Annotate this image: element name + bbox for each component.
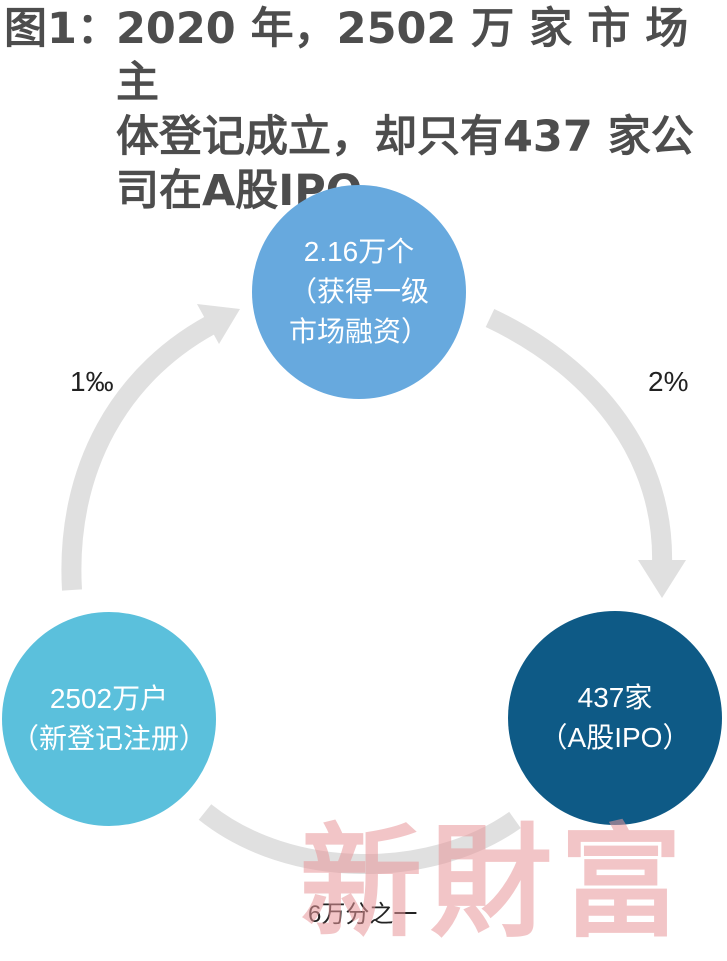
node-new-registrations-note: （新登记注册） <box>10 723 207 754</box>
node-a-share-ipo-value: 437家 <box>577 682 653 713</box>
arrow-right-arc <box>485 308 673 566</box>
rate-left-to-top: 1‰ <box>70 366 114 397</box>
arrow-bottom-arc <box>198 804 521 875</box>
node-new-registrations-value: 2502万户 <box>49 683 169 714</box>
node-a-share-ipo-note: （A股IPO） <box>539 722 691 753</box>
figure-title: 图1： 2020 年，2502 万 家 市 场 主 体登记成立，却只有437 家… <box>4 2 724 218</box>
arrowhead-left-arc <box>197 304 240 344</box>
title-line-1: 2020 年，2502 万 家 市 场 主 <box>116 4 689 108</box>
title-line-2: 体登记成立，却只有437 家公 <box>116 112 694 162</box>
watermark-logo: 新財富 <box>300 810 690 954</box>
arrow-left-arc <box>61 311 225 591</box>
rate-left-to-right: 6万分之一 <box>308 901 418 928</box>
node-new-registrations: 2502万户 （新登记注册） <box>2 612 216 826</box>
rate-top-to-right: 2% <box>648 366 689 397</box>
figure-label: 图1： <box>4 4 120 54</box>
node-market-financing-note-1: （获得一级 <box>288 276 429 307</box>
node-market-financing: 2.16万个 （获得一级 市场融资） <box>252 185 466 399</box>
node-market-financing-value: 2.16万个 <box>303 236 415 267</box>
arrowhead-right-arc <box>638 560 686 598</box>
node-a-share-ipo: 437家 （A股IPO） <box>508 611 722 825</box>
cycle-diagram <box>61 304 686 875</box>
node-market-financing-note-2: 市场融资） <box>288 316 429 347</box>
